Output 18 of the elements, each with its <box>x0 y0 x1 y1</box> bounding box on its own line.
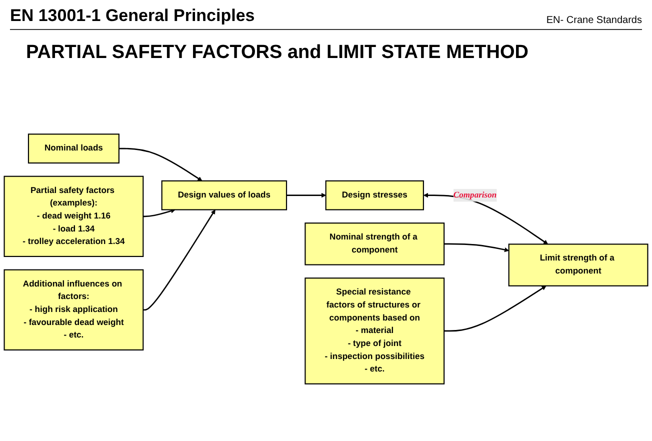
title: PARTIAL SAFETY FACTORS and LIMIT STATE METHOD <box>26 42 530 64</box>
edge-label: Comparison <box>453 190 497 200</box>
arrow <box>143 210 216 311</box>
node-box: Design values of loads <box>161 180 288 210</box>
node-box: Limit strength of a component <box>508 244 648 286</box>
header-text: EN- Crane Standards <box>546 15 642 26</box>
node-box: Special resistance factors of structures or components based on - material - type of joint - inspection possibilities - etc. <box>304 278 445 384</box>
arrow <box>444 243 510 252</box>
arrow <box>118 148 202 182</box>
node-box: Nominal strength of a component <box>304 222 445 266</box>
node-box: Partial safety factors (examples): - dead weight 1.16 - load 1.34 - trolley acceleration 1.34 <box>4 176 144 257</box>
header-text: EN 13001-1 General Principles <box>10 6 255 26</box>
node-box: Design stresses <box>325 180 424 210</box>
node-box: Nominal loads <box>28 134 120 164</box>
arrow <box>444 286 546 332</box>
arrow <box>143 208 176 218</box>
arrow <box>286 192 326 198</box>
node-box: Additional influences on factors: - high risk application - favourable dead weight - etc. <box>4 269 144 350</box>
